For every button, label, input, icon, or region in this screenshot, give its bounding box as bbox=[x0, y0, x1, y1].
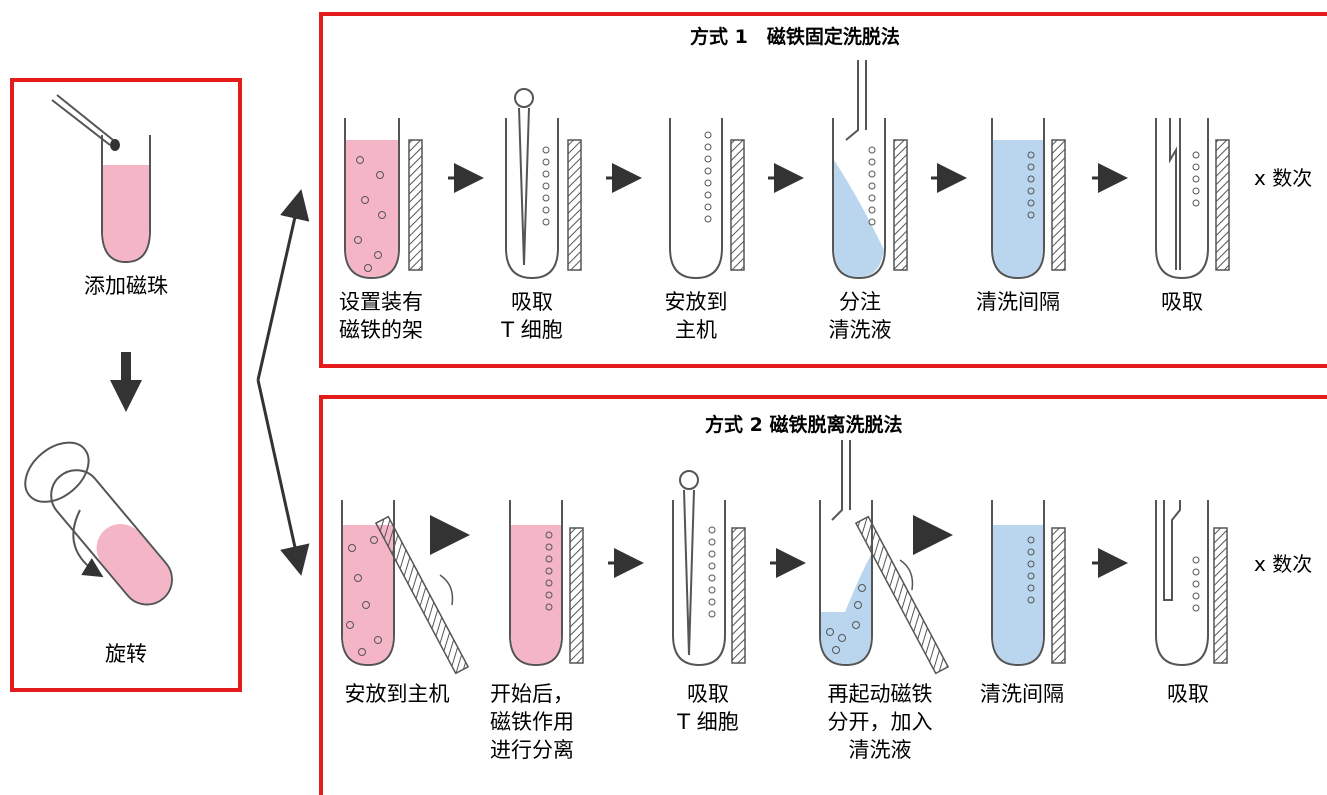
magnet-icon bbox=[1051, 139, 1066, 271]
m1-tube-6 bbox=[1155, 118, 1230, 280]
magnet-icon bbox=[374, 515, 470, 675]
down-arrow-icon bbox=[110, 352, 142, 412]
pipette-icon bbox=[679, 470, 699, 490]
m1-tube-3 bbox=[669, 118, 745, 280]
m2-step-3-line1: 吸取 bbox=[687, 682, 729, 706]
magnet-icon bbox=[1215, 139, 1230, 271]
diagram-canvas bbox=[24, 60, 1230, 675]
m2-step-1-label: 安放到主机 bbox=[332, 680, 462, 708]
pipette-icon bbox=[514, 88, 534, 108]
m2-step-3-label: 吸取 T 细胞 bbox=[648, 680, 768, 736]
m2-step-5-label: 清洗间隔 bbox=[962, 680, 1082, 708]
method1-frame bbox=[319, 12, 1327, 368]
magnet-icon bbox=[1213, 527, 1228, 664]
m2-step-6-label: 吸取 bbox=[1128, 680, 1248, 708]
m2-step-1-line1: 安放到主机 bbox=[344, 682, 450, 706]
m2-step-2-line3: 进行分离 bbox=[490, 738, 574, 762]
m1-step-6-line1: 吸取 bbox=[1161, 290, 1203, 314]
branch-arrow-up-icon bbox=[256, 189, 310, 381]
rotate-arrow-icon bbox=[72, 509, 104, 578]
nozzle-icon bbox=[831, 440, 851, 521]
nozzle-icon bbox=[1163, 500, 1181, 601]
m1-step-1-label: 设置装有 磁铁的架 bbox=[316, 288, 446, 344]
prep-frame bbox=[10, 78, 242, 692]
prep-tube bbox=[51, 94, 151, 264]
m1-step-3-line2: 主机 bbox=[675, 318, 717, 342]
m2-tube-5 bbox=[991, 500, 1066, 667]
m1-step-4-line2: 清洗液 bbox=[828, 318, 892, 342]
m2-tube-6 bbox=[1155, 500, 1228, 667]
m2-tube-3 bbox=[672, 470, 746, 667]
m1-step-3-line1: 安放到 bbox=[664, 290, 728, 314]
magnet-icon bbox=[567, 139, 582, 271]
m1-step-2-label: 吸取 T 细胞 bbox=[472, 288, 592, 344]
m2-step-2-line2: 磁铁作用 bbox=[490, 710, 574, 734]
magnet-icon bbox=[854, 515, 950, 675]
m1-tube-4 bbox=[832, 60, 908, 280]
branch-arrow-down-icon bbox=[256, 379, 310, 576]
method1-repeat: x 数次 bbox=[1254, 166, 1313, 190]
magnet-icon bbox=[730, 139, 745, 271]
m2-step-3-line2: T 细胞 bbox=[677, 710, 739, 734]
method2-repeat: x 数次 bbox=[1254, 552, 1313, 576]
pipette-icon bbox=[51, 99, 111, 146]
m1-step-2-line2: T 细胞 bbox=[501, 318, 563, 342]
m2-step-4-label: 再起动磁铁 分开，加入 清洗液 bbox=[810, 680, 950, 764]
m1-tube-1 bbox=[344, 118, 423, 280]
m1-step-1-line2: 磁铁的架 bbox=[339, 318, 423, 342]
magnet-icon bbox=[893, 139, 908, 271]
method2-frame bbox=[319, 395, 1327, 795]
m2-step-6-line1: 吸取 bbox=[1167, 682, 1209, 706]
nozzle-icon bbox=[1169, 118, 1181, 270]
m2-step-5-line1: 清洗间隔 bbox=[980, 682, 1064, 706]
m1-step-2-line1: 吸取 bbox=[511, 290, 553, 314]
nozzle-icon bbox=[845, 60, 867, 141]
m1-step-6-label: 吸取 bbox=[1122, 288, 1242, 316]
m2-step-4-line2: 分开，加入 bbox=[827, 710, 933, 734]
m1-step-4-line1: 分注 bbox=[839, 290, 881, 314]
m1-step-5-line1: 清洗间隔 bbox=[976, 290, 1060, 314]
magnet-icon bbox=[408, 139, 423, 271]
m1-tube-2 bbox=[505, 88, 582, 280]
rotating-tube bbox=[24, 441, 173, 606]
method2-title: 方式 2 磁铁脱离洗脱法 bbox=[705, 414, 903, 436]
magnet-icon bbox=[731, 527, 746, 664]
m2-step-4-line1: 再起动磁铁 bbox=[827, 682, 933, 706]
prep-step-2-label: 旋转 bbox=[105, 642, 147, 666]
m2-step-4-line3: 清洗液 bbox=[848, 738, 912, 762]
method1-title: 方式 1 磁铁固定洗脱法 bbox=[690, 26, 900, 48]
magnet-icon bbox=[1051, 527, 1066, 664]
m2-tube-1 bbox=[341, 500, 470, 675]
m1-step-1-line1: 设置装有 bbox=[339, 290, 423, 314]
m1-tube-5 bbox=[991, 118, 1066, 280]
magnet-icon bbox=[569, 527, 584, 664]
m2-step-2-line1: 开始后， bbox=[490, 682, 574, 706]
m1-step-4-label: 分注 清洗液 bbox=[800, 288, 920, 344]
m2-tube-4 bbox=[819, 440, 950, 675]
m2-tube-2 bbox=[509, 500, 584, 667]
m1-step-3-label: 安放到 主机 bbox=[636, 288, 756, 344]
m2-step-2-label: 开始后， 磁铁作用 进行分离 bbox=[490, 680, 610, 764]
prep-step-1-label: 添加磁珠 bbox=[84, 274, 168, 298]
m1-step-5-label: 清洗间隔 bbox=[958, 288, 1078, 316]
